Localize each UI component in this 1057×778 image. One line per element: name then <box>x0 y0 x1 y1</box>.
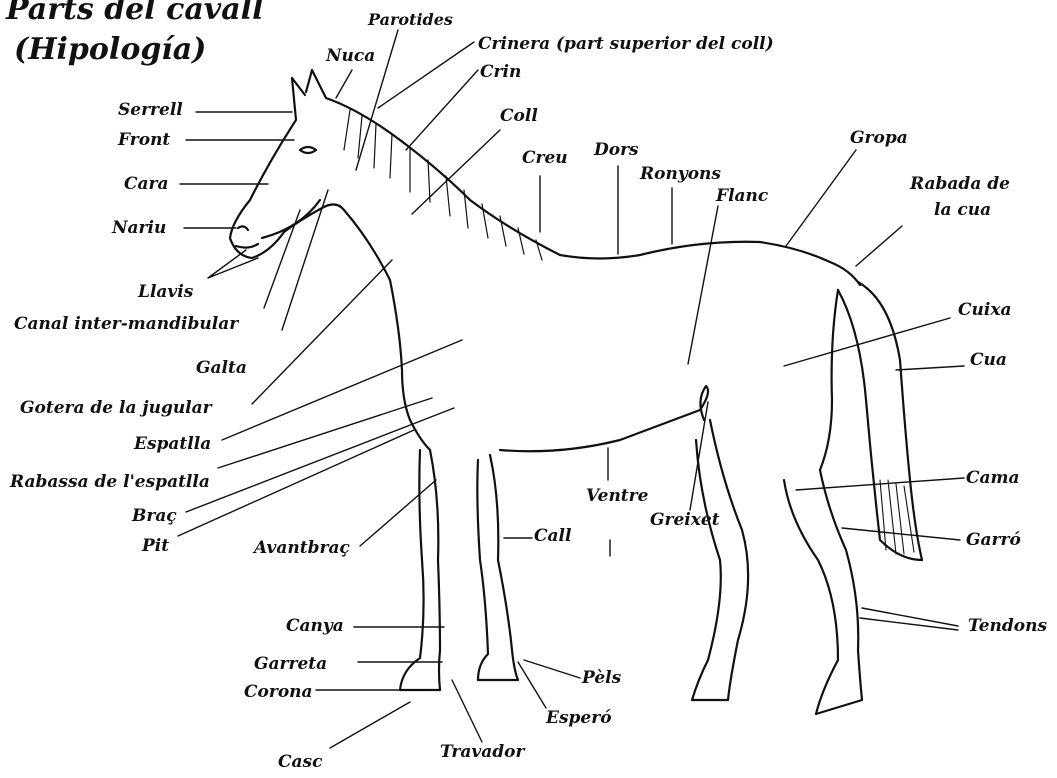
horse-nostril <box>238 226 248 230</box>
label-rabada-line1: Rabada de <box>910 174 1010 194</box>
horse-belly <box>500 410 700 451</box>
label-travador: Travador <box>440 742 524 762</box>
label-galta: Galta <box>196 358 247 378</box>
label-cara: Cara <box>124 174 169 194</box>
label-pit: Pit <box>142 536 169 556</box>
label-coll: Coll <box>500 106 538 126</box>
label-flanc: Flanc <box>716 186 768 206</box>
label-crin: Crin <box>480 62 521 82</box>
label-garreta: Garreta <box>254 654 327 674</box>
label-garro: Garró <box>966 530 1021 550</box>
leader-crinera <box>378 42 474 108</box>
leader-tendons <box>860 608 958 630</box>
horse-head-outline <box>230 78 344 258</box>
leader-cuixa <box>784 318 950 366</box>
label-casc: Casc <box>278 752 322 772</box>
horse-throat <box>344 210 410 420</box>
horse-hind-leg-near <box>784 470 862 714</box>
label-avantbrac: Avantbraç <box>254 538 350 558</box>
horse-jaw <box>262 200 320 238</box>
horse-tail-strands <box>880 480 914 554</box>
leader-rabada <box>856 226 902 266</box>
horse-stifle <box>700 386 708 420</box>
label-espero: Esperó <box>546 708 612 728</box>
label-dors: Dors <box>594 140 639 160</box>
horse-eye <box>300 147 316 153</box>
label-parotides: Parotides <box>368 10 453 30</box>
horse-hind-leg-far <box>692 420 748 700</box>
label-ronyons: Ronyons <box>640 164 721 184</box>
label-corona: Corona <box>244 682 313 702</box>
leader-cua <box>896 366 964 370</box>
label-gropa: Gropa <box>850 128 908 148</box>
horse-mouth <box>236 244 258 248</box>
diagram-title-line1: Parts del cavall <box>6 0 263 28</box>
label-gotera: Gotera de la jugular <box>20 398 212 418</box>
leader-avantbrac <box>360 480 436 546</box>
diagram-title-line2: (Hipología) <box>14 32 206 68</box>
horse-front-leg-far <box>477 455 518 680</box>
label-nariu: Nariu <box>112 218 166 238</box>
leader-brac <box>186 408 454 512</box>
label-crinera: Crinera (part superior del coll) <box>478 34 774 54</box>
leader-nuca <box>336 70 352 98</box>
leader-pels <box>524 660 580 678</box>
leader-coll <box>412 130 500 214</box>
horse-front-leg-near <box>400 450 440 690</box>
horse-ear <box>306 70 326 98</box>
label-creu: Creu <box>522 148 568 168</box>
leader-travador <box>452 680 482 742</box>
label-call: Call <box>534 526 571 546</box>
label-cama: Cama <box>966 468 1020 488</box>
label-espatlla: Espatlla <box>134 434 211 454</box>
label-cua: Cua <box>970 350 1007 370</box>
label-canal: Canal inter-mandibular <box>14 314 238 334</box>
label-front: Front <box>118 130 170 150</box>
label-tendons: Tendons <box>968 616 1047 636</box>
leader-espero <box>518 662 546 708</box>
label-cuixa: Cuixa <box>958 300 1012 320</box>
label-llavis: Llavis <box>138 282 193 302</box>
horse-hindquarter <box>820 290 838 470</box>
leader-casc <box>330 702 410 748</box>
leader-flanc <box>688 206 718 364</box>
label-rabada-line2: la cua <box>934 200 991 220</box>
label-pels: Pèls <box>582 668 621 688</box>
label-greixet: Greixet <box>650 510 720 530</box>
leader-galta <box>282 190 328 330</box>
label-canya: Canya <box>286 616 344 636</box>
leader-llavis <box>208 250 258 278</box>
leader-pit <box>178 430 414 536</box>
label-ventre: Ventre <box>586 486 648 506</box>
label-serrell: Serrell <box>118 100 183 120</box>
label-rabassa: Rabassa de l'espatlla <box>10 472 210 492</box>
leader-espatlla <box>222 340 462 440</box>
leader-greixet <box>690 402 708 510</box>
leader-gropa <box>786 150 856 246</box>
label-nuca: Nuca <box>326 46 375 66</box>
label-brac: Braç <box>132 506 177 526</box>
